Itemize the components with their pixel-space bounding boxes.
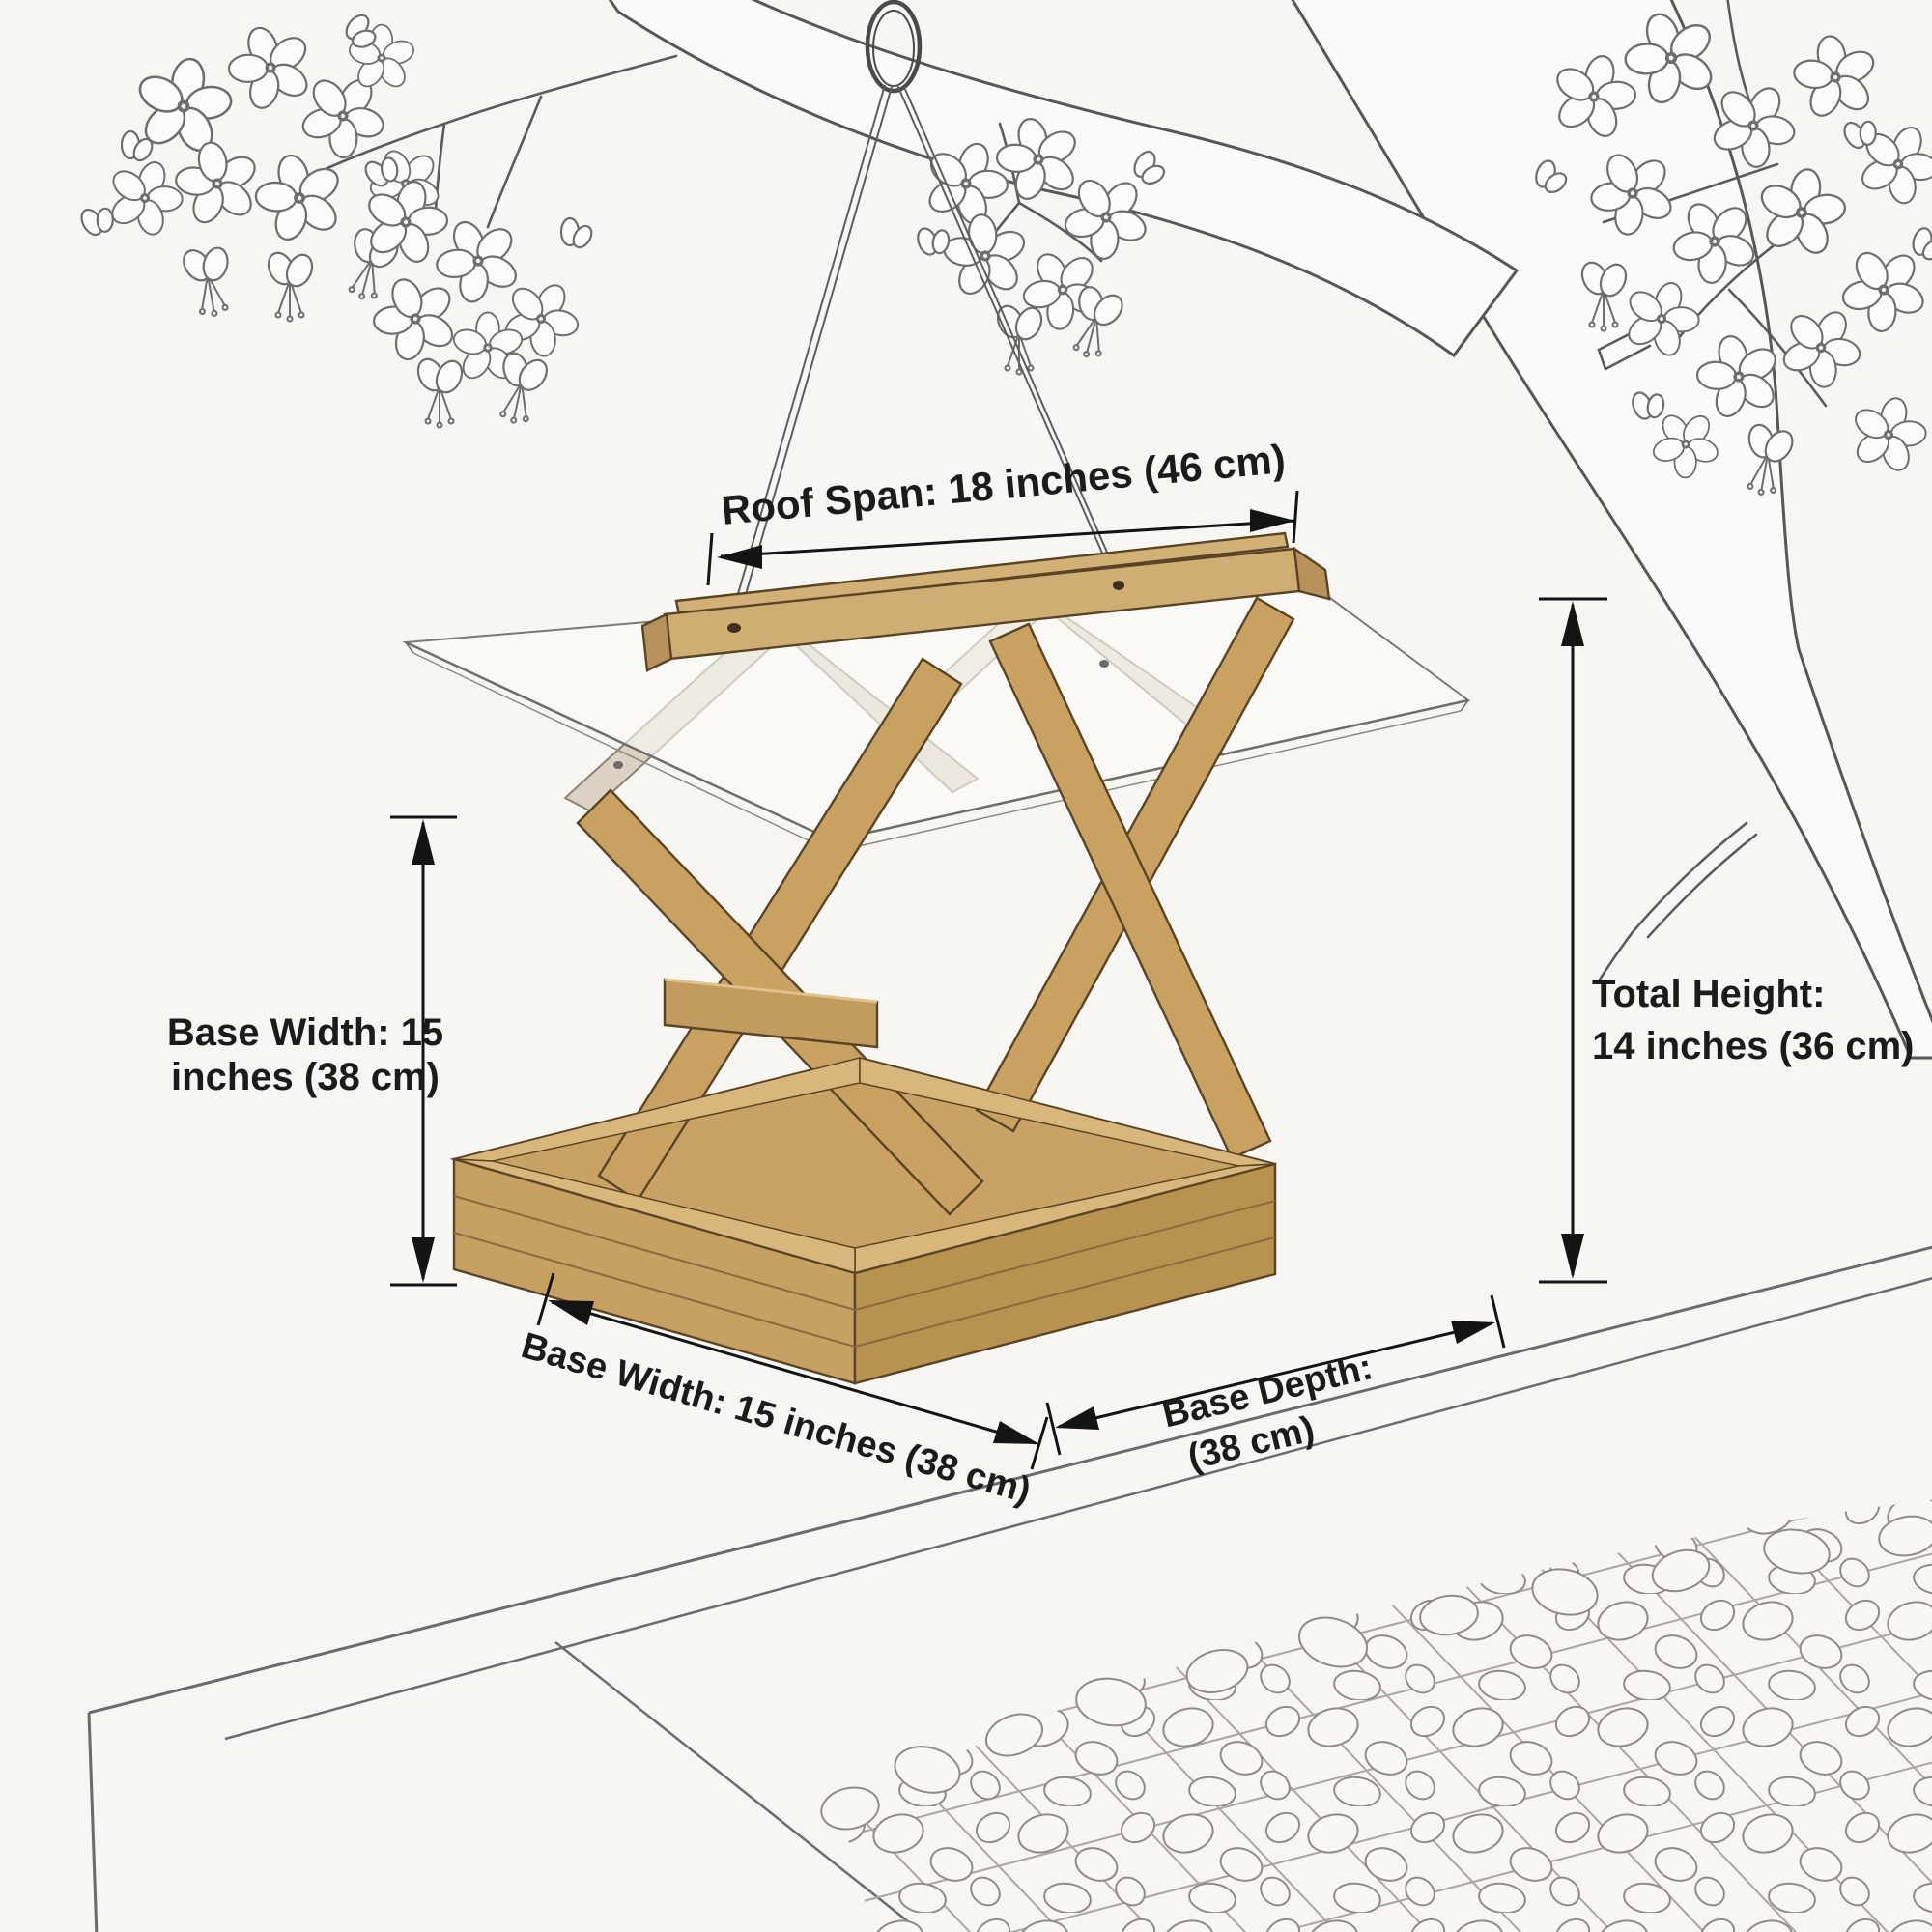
pebble-edge-row bbox=[820, 1515, 1932, 1831]
x-supports bbox=[576, 596, 1295, 1216]
base-depth-dimension: Base Depth: (38 cm) bbox=[1045, 1294, 1506, 1478]
base-width-side-label-line1: Base Width: 15 bbox=[167, 1011, 443, 1054]
blossom-cluster-top-left bbox=[76, 10, 458, 323]
total-height-label-line1: Total Height: bbox=[1592, 973, 1825, 1015]
ridge-beam bbox=[640, 531, 1331, 672]
base-width-side-label-line2: inches (38 cm) bbox=[171, 1056, 440, 1098]
bird-feeder bbox=[402, 531, 1471, 1385]
seed-tray bbox=[452, 1057, 1277, 1385]
base-width-side-dimension: Base Width: 15 inches (38 cm) bbox=[167, 815, 457, 1287]
total-height-label-line2: 14 inches (36 cm) bbox=[1592, 1025, 1915, 1067]
pebble-ledge-sketch bbox=[87, 1245, 1932, 1932]
hanging-ring bbox=[865, 0, 923, 94]
roof-span-label: Roof Span: 18 inches (46 cm) bbox=[720, 436, 1288, 533]
total-height-dimension: Total Height: 14 inches (36 cm) bbox=[1539, 597, 1915, 1284]
hanging-cords bbox=[728, 84, 1122, 629]
